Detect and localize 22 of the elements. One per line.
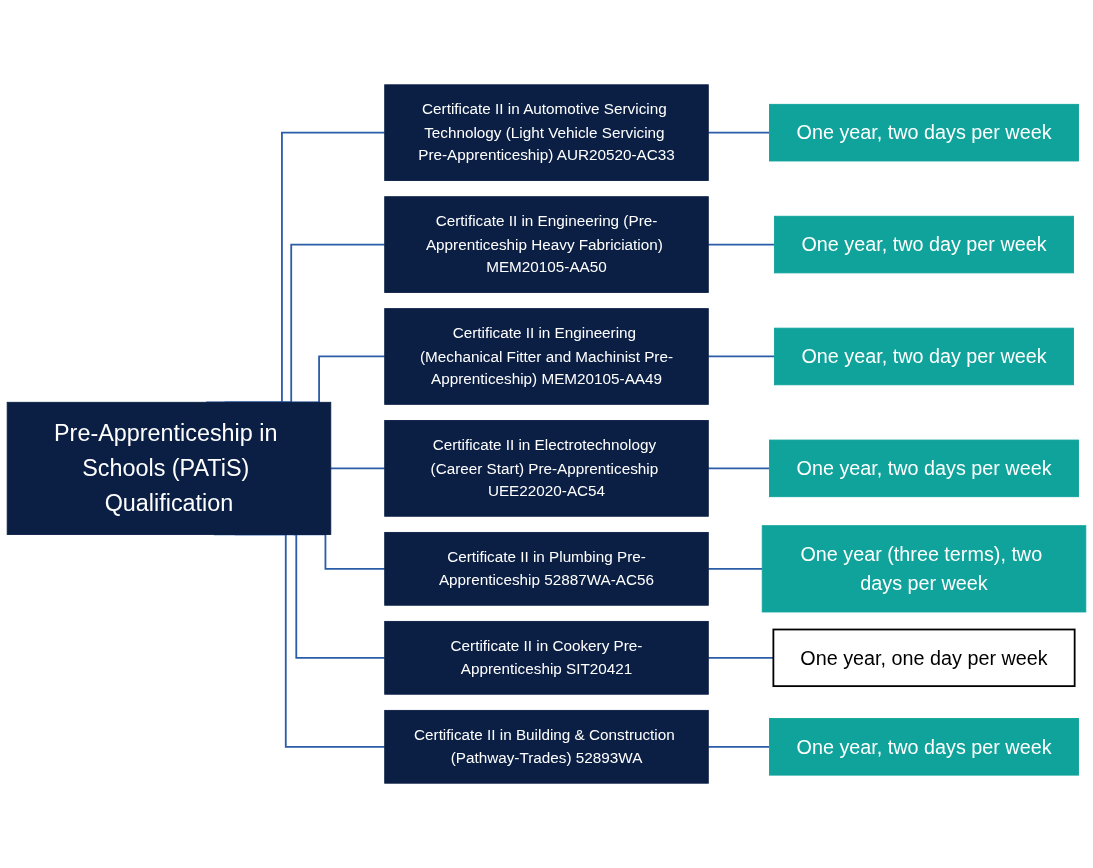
node-box: One year, two day per week	[774, 327, 1074, 386]
node-box: Certificate II in Automotive Servicing Technology (Light Vehicle Servicing Pre-Apprenticeship) AUR20520-AC33	[384, 84, 709, 181]
node-box: One year, two days per week	[769, 718, 1079, 776]
node-box: One year, two days per week	[769, 439, 1079, 498]
node-box: One year, two day per week	[774, 215, 1074, 274]
node-box: Certificate II in Engineering (Mechanical Fitter and Machinist Pre-Apprenticeship) MEM20105-AA49	[384, 308, 709, 405]
connector	[707, 131, 771, 134]
node-box: Certificate II in Engineering (Pre-Apprenticeship Heavy Fabriciation) MEM20105-AA50	[384, 196, 709, 293]
node-box: One year (three terms), two days per week	[761, 525, 1087, 613]
connector	[329, 467, 386, 470]
connector	[707, 355, 776, 358]
node-box: Certificate II in Building & Construction (Pathway-Trades) 52893WA	[384, 709, 709, 784]
node-box: One year, two days per week	[769, 103, 1079, 162]
node-box: Certificate II in Cookery Pre-Apprenticeship SIT20421	[384, 620, 709, 695]
node-box: Certificate II in Electrotechnology (Career Start) Pre-Apprenticeship UEE22020-AC54	[384, 420, 709, 517]
connector	[707, 745, 771, 748]
connector	[707, 467, 771, 470]
connector	[707, 243, 776, 246]
node-box: Pre-Apprenticeship in Schools (PATiS) Qualification	[6, 401, 332, 535]
node-box: One year, one day per week	[772, 628, 1076, 688]
node-box: Certificate II in Plumbing Pre-Apprenticeship 52887WA-AC56	[384, 531, 709, 606]
connector	[707, 567, 764, 570]
